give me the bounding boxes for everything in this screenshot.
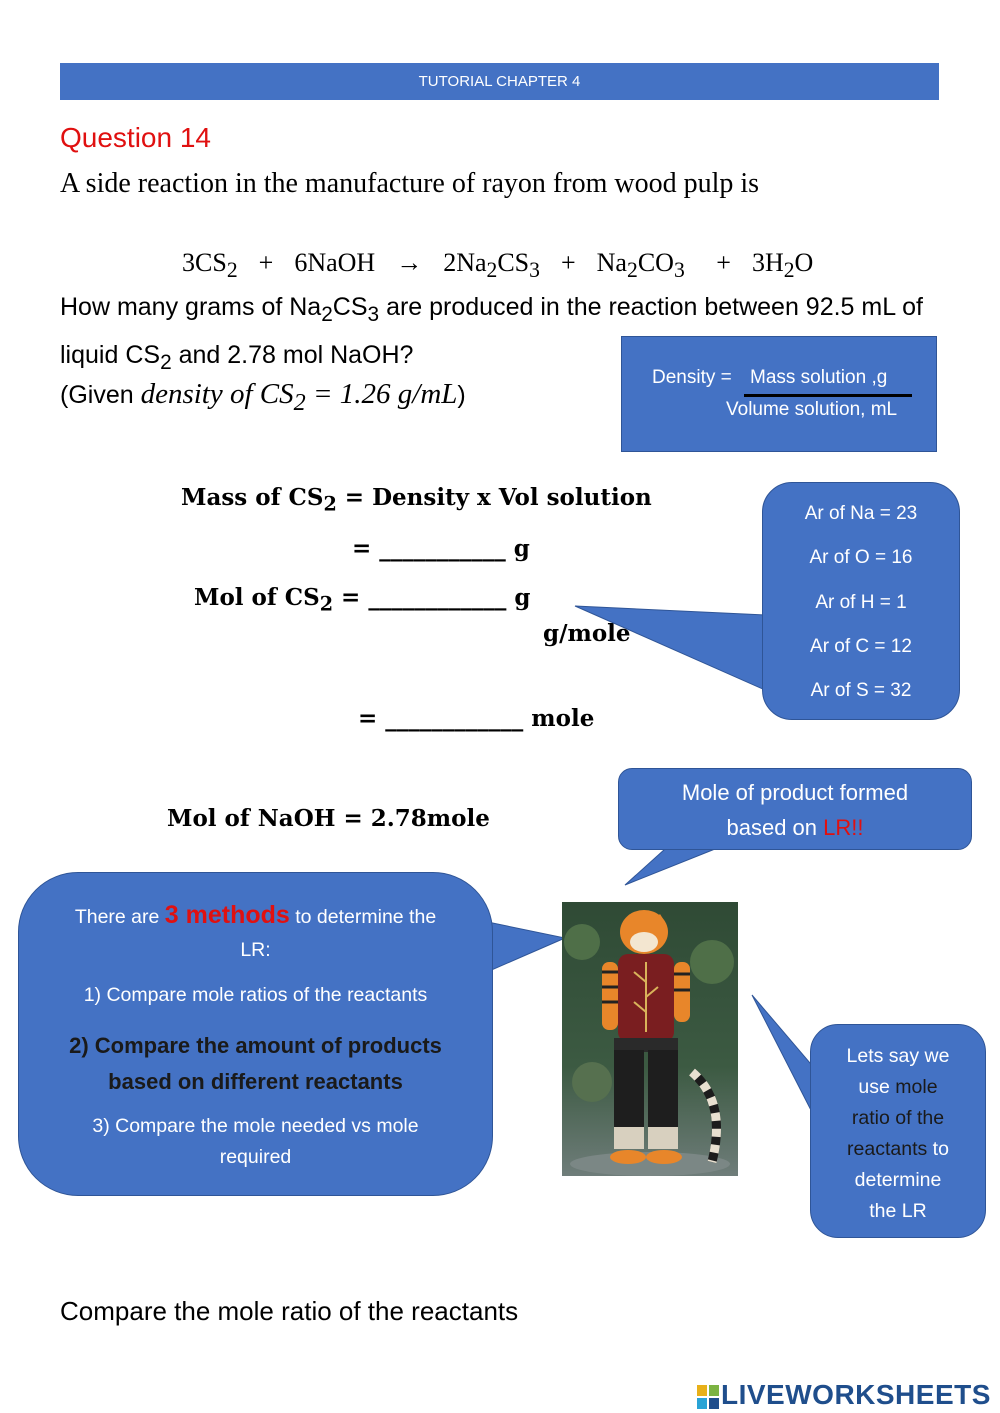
mol-bubble-tail	[624, 848, 716, 886]
mol-bubble-line2: based on LR!!	[726, 815, 864, 840]
mol-line: Mol of CS2 = ____________ g	[194, 584, 531, 616]
mol-bubble-line1: Mole of product formed	[681, 780, 909, 805]
header-bar: TUTORIAL CHAPTER 4	[60, 63, 939, 100]
methods-intro: There are 3 methods to determine the	[74, 901, 437, 929]
question-text: How many grams of Na2CS3 are produced in…	[60, 293, 923, 374]
density-numerator: Mass solution ,g	[750, 367, 888, 388]
lets-bubble-tail	[751, 994, 817, 1121]
lets-say-bubble: Lets say we use mole ratio of the reacta…	[810, 1024, 986, 1238]
method-1: 1) Compare mole ratios of the reactants	[83, 984, 428, 1006]
mole-product-bubble: Mole of product formed based on LR!!	[618, 768, 972, 850]
mass-answer-line[interactable]: = ___________ g	[352, 535, 530, 562]
logo-icon	[697, 1384, 719, 1409]
header-title: TUTORIAL CHAPTER 4	[418, 73, 581, 90]
method-3: 3) Compare the mole needed vs mole requi…	[92, 1115, 419, 1168]
methods-bubble: There are 3 methods to determine the LR:…	[18, 872, 493, 1196]
question-intro: A side reaction in the manufacture of ra…	[60, 168, 760, 199]
mol-answer-line[interactable]: = ____________ mole	[358, 705, 595, 732]
given-density: (Given density of CS2 = 1.26 g/mL)	[60, 378, 466, 416]
density-denominator: Volume solution, mL	[726, 399, 898, 420]
ar-item: Ar of Na = 23	[804, 503, 918, 524]
ar-item: Ar of H = 1	[815, 592, 907, 613]
density-formula-box: Density = Mass solution ,g Volume soluti…	[621, 336, 937, 452]
question-title: Question 14	[60, 122, 211, 153]
liveworksheets-logo: LIVEWORKSHEETS	[697, 1379, 991, 1411]
chemical-equation: 3CS2 + 6NaOH → 2Na2CS3 + Na2CO3 + 3H2O	[182, 248, 814, 283]
fraction-line	[744, 394, 912, 397]
tiger-character-image	[562, 902, 738, 1176]
naoh-line: Mol of NaOH = 2.78mole	[167, 805, 490, 832]
method-2: 2) Compare the amount of products based …	[69, 1033, 442, 1094]
compare-mole-ratio-text: Compare the mole ratio of the reactants	[60, 1296, 519, 1326]
ar-item: Ar of O = 16	[809, 547, 913, 568]
ar-item: Ar of S = 32	[810, 680, 912, 701]
density-label: Density =	[652, 367, 732, 388]
ar-bubble-tail	[574, 605, 766, 691]
methods-lr: LR:	[240, 939, 271, 961]
ar-item: Ar of C = 12	[810, 636, 912, 657]
mass-line: Mass of CS2 = Density x Vol solution	[181, 484, 652, 516]
atomic-mass-bubble: Ar of Na = 23 Ar of O = 16 Ar of H = 1 A…	[762, 482, 960, 720]
